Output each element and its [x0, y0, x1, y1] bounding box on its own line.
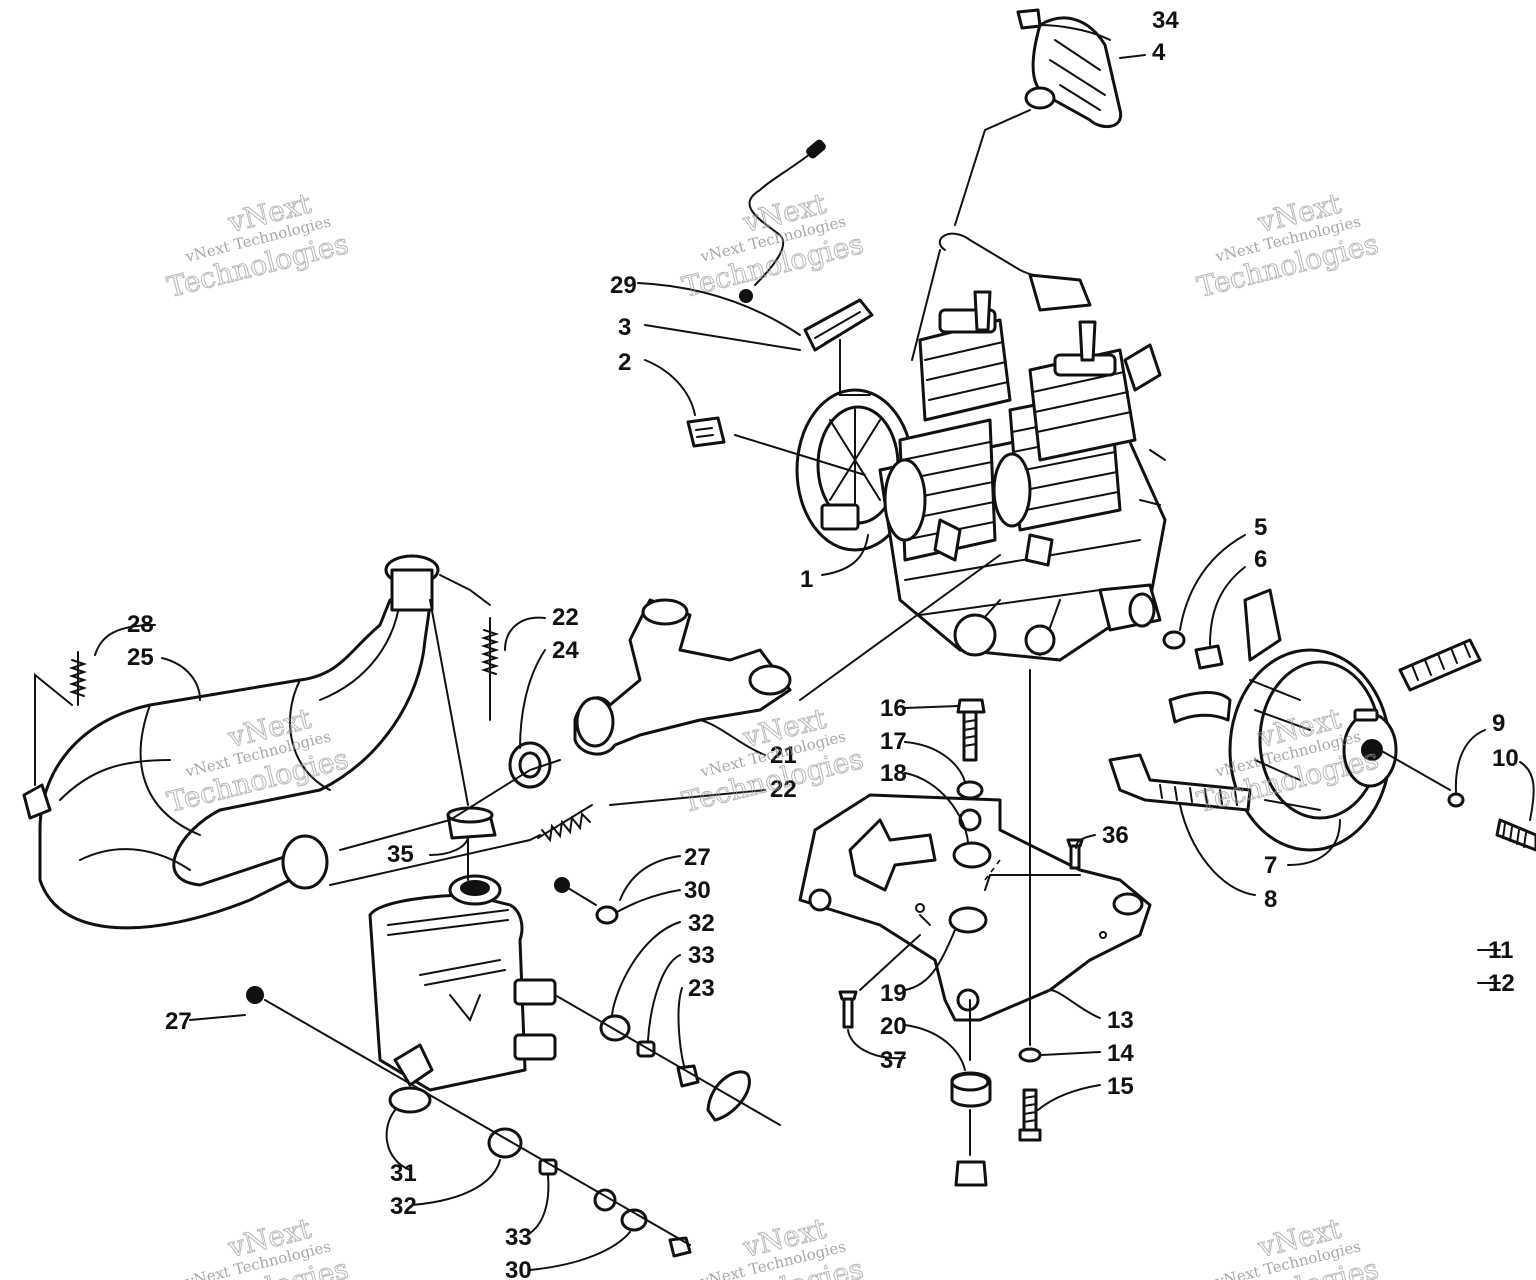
leader-lines: [34, 24, 1535, 1271]
washer-item-30-lower: [593, 1188, 648, 1232]
callout-c34: 34: [1152, 7, 1179, 34]
exhaust-pipe-item-25: [22, 554, 440, 930]
bolt-item-27-upper: [554, 877, 597, 906]
callout-c5: 5: [1254, 514, 1267, 541]
callout-c32b: 32: [390, 1193, 417, 1220]
engine-assembly: [795, 232, 1167, 662]
grommet-item-35: [446, 806, 497, 840]
clutch-item-7: [1168, 588, 1398, 852]
callout-c2: 2: [618, 349, 631, 376]
spring-item-22-lower: [537, 804, 593, 843]
callout-c27b: 27: [165, 1008, 192, 1035]
callout-c16: 16: [880, 695, 907, 722]
callout-c24: 24: [552, 637, 579, 664]
callout-c28: 28: [127, 611, 154, 638]
callout-c13: 13: [1107, 1007, 1134, 1034]
callout-c35: 35: [387, 841, 414, 868]
callout-c25: 25: [127, 644, 154, 671]
callout-c32a: 32: [688, 910, 715, 937]
washer-item-30-upper: [595, 905, 619, 925]
callout-c23: 23: [688, 975, 715, 1002]
washer-item-9: [1447, 792, 1465, 808]
callout-c30b: 30: [505, 1257, 532, 1280]
callout-c33b: 33: [505, 1224, 532, 1251]
callout-c1: 1: [800, 566, 813, 593]
callout-c30a: 30: [684, 877, 711, 904]
shroud-item-3: [803, 298, 874, 352]
callout-c12: 12: [1488, 970, 1515, 997]
bushing-item-18: [948, 841, 992, 934]
callout-c22a: 22: [552, 604, 579, 631]
mount-item-20: [950, 1071, 992, 1187]
spacer-item-5: [1162, 630, 1186, 650]
drive-belt-item-8: [1108, 638, 1482, 812]
callout-c22b: 22: [770, 776, 797, 803]
callout-c4: 4: [1152, 39, 1166, 66]
callout-c3: 3: [618, 314, 631, 341]
bushing-item-32-lower: [487, 1127, 523, 1159]
callout-c21: 21: [770, 742, 797, 769]
spring-item-22-upper: [480, 617, 500, 689]
bolt-item-16: [956, 698, 986, 762]
callout-c9: 9: [1492, 710, 1505, 737]
callout-c10: 10: [1492, 745, 1519, 772]
callout-c18: 18: [880, 760, 907, 787]
nut-item-bottom: [668, 1236, 692, 1258]
washer-item-14: [1018, 1047, 1042, 1063]
cover-plate-item-4: [1016, 8, 1123, 129]
spacer-item-6: [1194, 644, 1224, 670]
callout-c15: 15: [1107, 1073, 1134, 1100]
callout-c36: 36: [1102, 822, 1129, 849]
callout-c8: 8: [1264, 886, 1277, 913]
wire-item-29: [739, 139, 826, 303]
nut-item-23: [676, 1064, 700, 1088]
manifold-item-21: [573, 598, 792, 756]
callout-c33a: 33: [688, 942, 715, 969]
callout-c7: 7: [1264, 852, 1277, 879]
callout-c6: 6: [1254, 546, 1267, 573]
bolt-item-27-lower: [246, 986, 264, 1004]
screw-item-37: [838, 990, 858, 1029]
callout-c14: 14: [1107, 1040, 1134, 1067]
decal-item-2: [686, 416, 726, 448]
callout-c19: 19: [880, 980, 907, 1007]
callout-c17: 17: [880, 728, 907, 755]
callout-c11: 11: [1488, 937, 1513, 964]
spring-item-28: [68, 651, 88, 706]
callout-c29: 29: [610, 272, 637, 299]
muffler: [368, 874, 557, 1114]
callout-c20: 20: [880, 1013, 907, 1040]
screw-item-36: [1066, 838, 1084, 870]
bolt-item-15: [1018, 1088, 1042, 1142]
callout-c27a: 27: [684, 844, 711, 871]
bolt-item-10: [1495, 818, 1536, 852]
callout-c31: 31: [390, 1160, 417, 1187]
callout-c37: 37: [880, 1047, 907, 1074]
washer-item-17: [956, 780, 984, 800]
